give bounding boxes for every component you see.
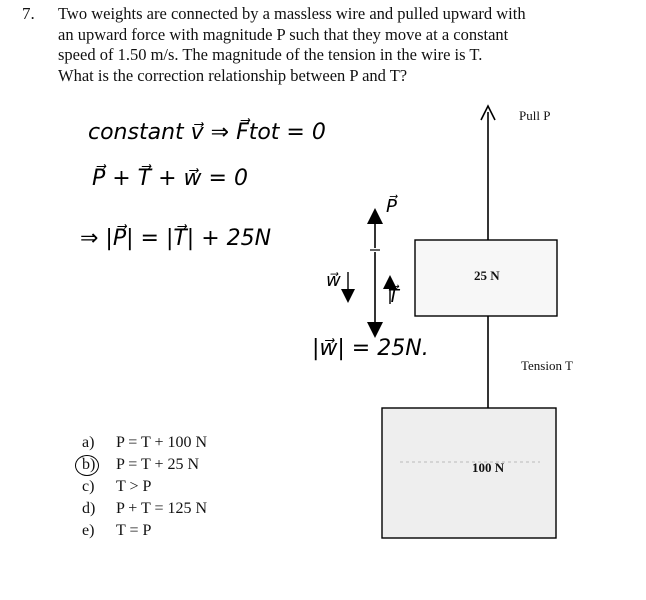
choice-text: P + T = 125 N	[116, 500, 208, 517]
handwritten-line-2: P⃗ + T⃗ + w⃗ = 0	[92, 166, 248, 191]
lower-weight-box	[381, 407, 557, 539]
lower-weight-label: 100 N	[472, 460, 505, 475]
choice-a[interactable]: a) P = T + 100 N	[82, 432, 207, 454]
choice-text: T = P	[116, 522, 152, 539]
answer-choices: a) P = T + 100 N b) P = T + 25 N c) T > …	[75, 432, 207, 542]
question-line-2: an upward force with magnitude P such th…	[58, 24, 509, 44]
choice-b[interactable]: b) P = T + 25 N	[75, 454, 207, 476]
question-line-4: What is the correction relationship betw…	[58, 65, 408, 85]
choice-e[interactable]: e) T = P	[82, 520, 207, 542]
choice-letter: a)	[82, 434, 95, 451]
question-number: 7.	[22, 4, 35, 23]
choice-text: T > P	[116, 478, 152, 495]
choice-text: P = T + 25 N	[116, 456, 200, 473]
fbd-w-label: w⃗	[326, 270, 341, 291]
question-text: Two weights are connected by a massless …	[58, 4, 618, 86]
choice-c[interactable]: c) T > P	[82, 476, 207, 498]
question-line-1: Two weights are connected by a massless …	[58, 4, 526, 23]
weight-magnitude: |w⃗| = 25N.	[312, 336, 429, 361]
pull-label: Pull P	[519, 108, 551, 123]
upper-weight-label: 25 N	[474, 268, 500, 283]
choice-letter: e)	[82, 522, 95, 539]
choice-d[interactable]: d) P + T = 125 N	[82, 498, 207, 520]
fbd-t-label: T⃗	[388, 286, 399, 307]
choice-letter: c)	[82, 478, 95, 495]
handwritten-line-3: ⇒ |P⃗| = |T⃗| + 25N	[80, 226, 272, 251]
handwritten-line-1: constant v⃗ ⇒ F⃗tot = 0	[88, 120, 326, 145]
pull-arrow-head	[480, 104, 496, 121]
selected-answer-circle	[75, 455, 99, 476]
choice-text: P = T + 100 N	[116, 434, 208, 451]
tension-label: Tension T	[521, 358, 573, 373]
choice-letter: d)	[82, 500, 96, 517]
question-line-3: speed of 1.50 m/s. The magnitude of the …	[58, 45, 483, 64]
fbd-p-label: P⃗	[386, 196, 397, 217]
upper-weight-box	[414, 239, 558, 317]
